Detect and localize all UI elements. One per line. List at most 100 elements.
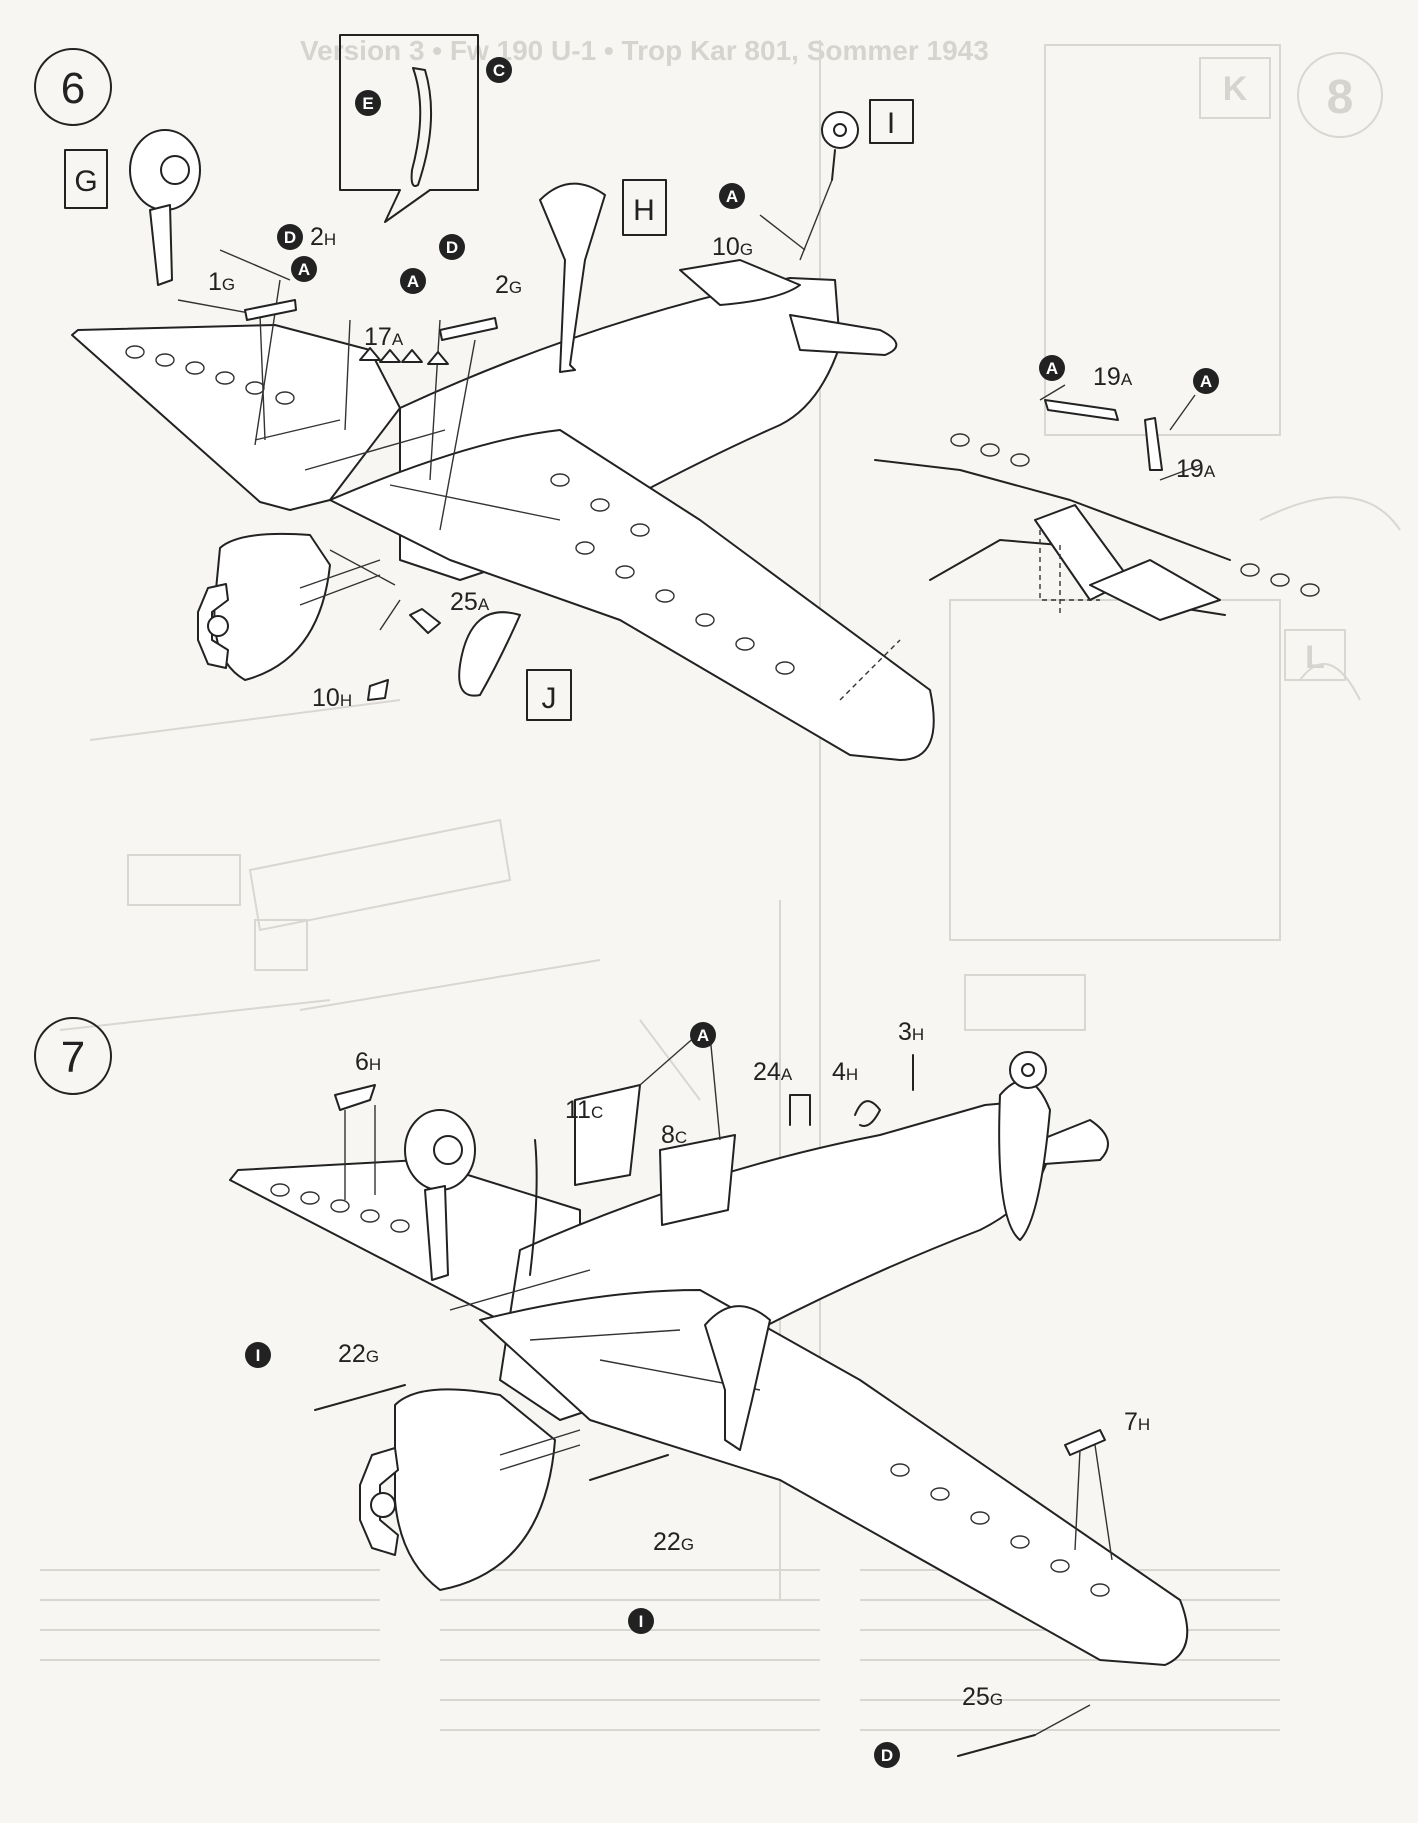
cockpit-detail-step6 bbox=[254, 419, 561, 521]
circle-marker-i-1: I bbox=[245, 1342, 271, 1368]
box-i-label: I bbox=[887, 107, 895, 140]
circle-marker-a-1: A bbox=[291, 256, 317, 282]
box-j-label: J bbox=[542, 682, 557, 715]
label-part-11c: 11C bbox=[565, 1096, 603, 1124]
spinner-step6 bbox=[207, 615, 229, 637]
engine-cowl-step6 bbox=[213, 532, 331, 681]
exhaust-step7 bbox=[499, 1429, 581, 1471]
part-4h-shape bbox=[854, 1100, 881, 1127]
leader-lines-step7 bbox=[344, 1034, 1113, 1736]
ghost-box-l: L bbox=[1305, 639, 1325, 675]
headrest-step7 bbox=[704, 1305, 771, 1451]
ghost-panel-l bbox=[949, 599, 1281, 941]
ghost-shade bbox=[127, 854, 241, 906]
label-part-7h: 7H bbox=[1124, 1408, 1150, 1436]
headrest-armor-h bbox=[539, 182, 606, 373]
part-22g-rod-1 bbox=[314, 1384, 406, 1411]
label-part-19a-1: 19A bbox=[1093, 363, 1133, 391]
antenna-mast-ec bbox=[410, 67, 433, 187]
svg-text:D: D bbox=[881, 1746, 893, 1765]
part-10h-shape bbox=[367, 679, 389, 701]
part-22g-rod-2 bbox=[589, 1454, 669, 1481]
wing-dimples-step7 bbox=[270, 1183, 1110, 1597]
step-7-number: 7 bbox=[61, 1033, 85, 1082]
svg-text:A: A bbox=[407, 272, 419, 291]
label-part-22g-2: 22G bbox=[653, 1528, 694, 1556]
leader-lines-step6 bbox=[219, 214, 806, 631]
intake-part-j bbox=[458, 611, 521, 697]
circle-marker-a-5: A bbox=[1193, 368, 1219, 394]
circle-marker-a-2: A bbox=[400, 268, 426, 294]
svg-text:A: A bbox=[697, 1026, 709, 1045]
label-part-4h: 4H bbox=[832, 1058, 858, 1086]
circle-marker-a-6: A bbox=[690, 1022, 716, 1048]
box-g-frame bbox=[64, 149, 108, 209]
ghost-header: Version 3 • Fw 190 U-1 • Trop Kar 801, S… bbox=[300, 35, 989, 66]
antenna-mast-step7 bbox=[529, 1139, 538, 1276]
arrow-i bbox=[799, 179, 833, 261]
ghost-box-k-frame bbox=[1199, 57, 1271, 119]
label-part-1g: 1G bbox=[208, 268, 235, 296]
tailplane-right-step6 bbox=[789, 314, 898, 356]
label-part-2h: 2H bbox=[310, 223, 336, 251]
ghost-box-l-frame bbox=[1284, 629, 1346, 681]
svg-text:C: C bbox=[493, 61, 505, 80]
propeller-hub-step6 bbox=[197, 583, 229, 669]
label-part-22g-1: 22G bbox=[338, 1340, 379, 1368]
label-part-10h: 10H bbox=[312, 684, 352, 712]
label-part-17a: 17A bbox=[364, 323, 404, 351]
detail-dimples bbox=[950, 433, 1320, 597]
box-g-label: G bbox=[74, 165, 97, 198]
label-part-3h: 3H bbox=[898, 1018, 924, 1046]
part-6h-shape bbox=[334, 1084, 376, 1111]
circle-marker-a-4: A bbox=[1039, 355, 1065, 381]
callout-box-ec bbox=[339, 34, 479, 223]
circle-marker-e: E bbox=[355, 90, 381, 116]
svg-text:A: A bbox=[298, 260, 310, 279]
label-part-25a: 25A bbox=[450, 588, 490, 616]
label-part-10g: 10G bbox=[712, 233, 753, 261]
right-wing-step6 bbox=[329, 429, 935, 761]
circle-marker-i-2: I bbox=[628, 1608, 654, 1634]
part-25g-rod bbox=[957, 1734, 1036, 1757]
tailplane-left-step6 bbox=[679, 259, 801, 306]
left-wing-step6 bbox=[71, 324, 401, 511]
step-6-number: 6 bbox=[61, 64, 85, 113]
label-part-19a-2: 19A bbox=[1176, 455, 1216, 483]
svg-text:A: A bbox=[1046, 359, 1058, 378]
part-2g-shape bbox=[439, 317, 498, 341]
circle-marker-a-3: A bbox=[719, 183, 745, 209]
circle-marker-d-1: D bbox=[277, 224, 303, 250]
main-gear-leg-step7 bbox=[404, 1109, 476, 1281]
step-6: 6 G bbox=[34, 34, 1320, 761]
ghost-curves bbox=[1259, 496, 1401, 701]
part-17a-pieces bbox=[359, 347, 449, 365]
label-part-2g: 2G bbox=[495, 271, 522, 299]
ghost-panel-k bbox=[1044, 44, 1281, 436]
exhaust-step6 bbox=[299, 559, 381, 606]
svg-text:D: D bbox=[446, 238, 458, 257]
spinner-step7 bbox=[370, 1492, 396, 1518]
tail-wheel-step7 bbox=[1009, 1051, 1047, 1089]
part-11c-shape bbox=[574, 1084, 641, 1186]
label-part-24a: 24A bbox=[753, 1058, 793, 1086]
box-i-frame bbox=[869, 99, 914, 144]
svg-text:E: E bbox=[362, 94, 373, 113]
ghost-box bbox=[964, 974, 1086, 1031]
part-25a-shape bbox=[409, 608, 441, 634]
part-1g-shape bbox=[244, 299, 297, 321]
ghost-box-small bbox=[254, 919, 308, 971]
wing-dimples-step6 bbox=[125, 345, 795, 675]
svg-text:A: A bbox=[726, 187, 738, 206]
tail-fin-step7 bbox=[998, 1079, 1051, 1241]
engine-cowl-step7 bbox=[394, 1388, 556, 1591]
part-7h-shape bbox=[1064, 1429, 1106, 1456]
svg-text:I: I bbox=[256, 1346, 261, 1365]
right-wing-step7 bbox=[479, 1289, 1189, 1666]
box-j-frame bbox=[526, 669, 572, 721]
detail-leaders bbox=[1039, 384, 1201, 481]
circle-marker-d-3: D bbox=[874, 1742, 900, 1768]
part-8c-shape bbox=[659, 1134, 736, 1226]
